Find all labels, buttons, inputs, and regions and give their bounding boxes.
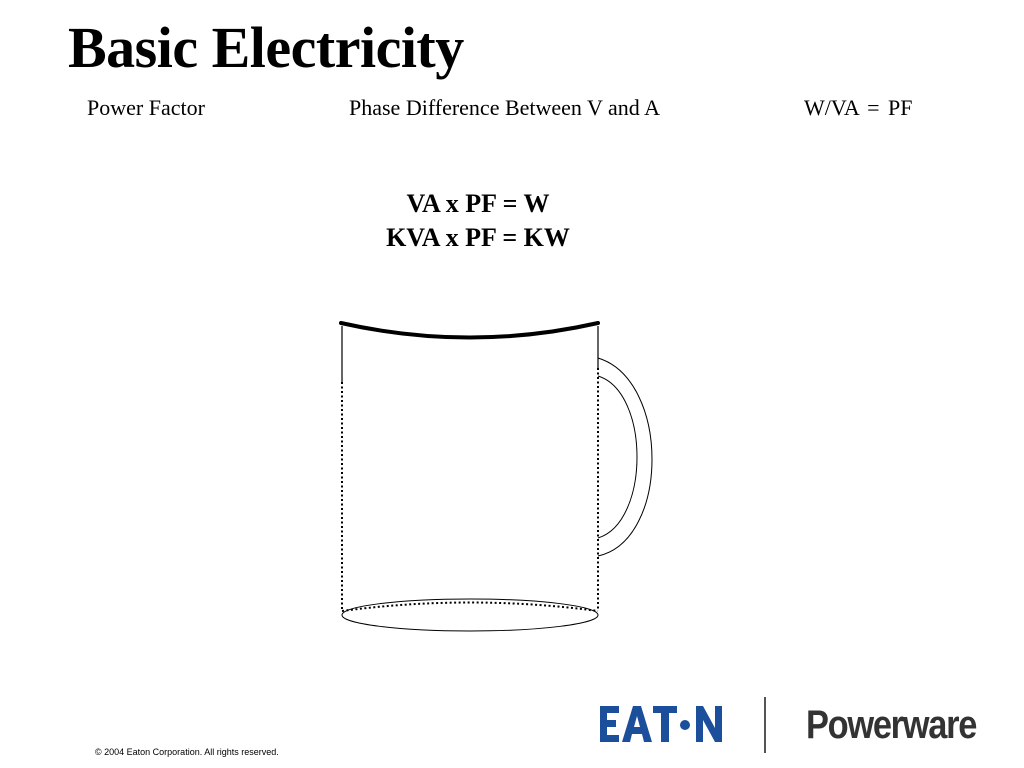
subtitle-pf-ratio: W/VA = PF bbox=[804, 95, 913, 120]
mug-base-dotted bbox=[341, 601, 599, 612]
footer-copyright: © 2004 Eaton Corporation. All rights res… bbox=[95, 747, 279, 757]
logo-divider bbox=[764, 697, 766, 753]
formula-kva-pf-kw: KVA x PF = KW bbox=[386, 223, 570, 252]
mug-handle-inner bbox=[597, 375, 638, 539]
powerware-logo: Powerware bbox=[806, 703, 977, 747]
subtitle-power-factor: Power Factor bbox=[87, 95, 205, 120]
slide-title: Basic Electricity bbox=[68, 15, 464, 80]
coffee-mug-icon bbox=[339, 321, 653, 632]
mug-rim bbox=[339, 321, 600, 340]
mug-base-ellipse bbox=[341, 598, 599, 632]
mug-handle-outer bbox=[597, 357, 653, 557]
formula-va-pf-w: VA x PF = W bbox=[406, 189, 550, 218]
brand-logos: Powerware bbox=[598, 697, 998, 755]
subtitle-phase-difference: Phase Difference Between V and A bbox=[349, 95, 660, 120]
eaton-logo bbox=[600, 706, 722, 742]
